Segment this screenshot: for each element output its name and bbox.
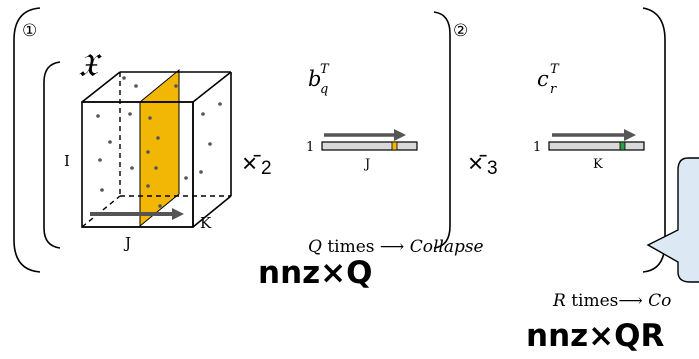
callout-bubble	[646, 157, 699, 283]
outer-cost-label: nnz×QR	[526, 318, 665, 354]
vector-c-nonzero	[619, 141, 626, 151]
svg-text:q: q	[320, 82, 328, 97]
tensor-slice	[139, 68, 180, 228]
mode2-product-operator: ×̄ 2	[242, 148, 272, 179]
nonzero-entries	[96, 76, 222, 208]
svg-text:2: 2	[261, 158, 272, 179]
svg-text:T: T	[320, 62, 330, 77]
outer-right-paren	[642, 7, 666, 273]
axis-k-label: K	[200, 214, 212, 232]
inner-loop-caption: Q times ⟶ Collapse	[308, 237, 484, 257]
svg-text:×̄: ×̄	[242, 148, 261, 178]
j-direction-arrow	[90, 208, 184, 220]
mode3-product-operator: ×̄ 3	[468, 148, 498, 179]
svg-text:×̄: ×̄	[468, 148, 487, 178]
inner-cost-label: nnz×Q	[258, 255, 373, 291]
vector-c-label: c T r	[537, 62, 560, 97]
inner-right-bracket	[433, 11, 451, 249]
vector-b-label: b T q	[308, 62, 330, 97]
step-one-marker: ①	[22, 21, 37, 41]
svg-text:b: b	[308, 67, 321, 91]
vector-c-dim-one: 1	[533, 140, 541, 155]
vector-b-dim-one: 1	[306, 140, 314, 155]
svg-text:T: T	[550, 62, 560, 77]
svg-text:3: 3	[487, 158, 498, 179]
step-two-marker: ②	[453, 21, 468, 41]
vector-b-nonzero	[391, 141, 398, 151]
tensor-symbol: 𝔛	[78, 46, 103, 84]
outer-left-paren	[13, 7, 41, 273]
axis-j-label: J	[123, 234, 131, 252]
inner-left-bracket	[43, 61, 61, 249]
svg-text:r: r	[550, 82, 557, 97]
tensor-cube	[81, 68, 232, 228]
axis-i-label: I	[64, 152, 70, 170]
outer-loop-caption: R times⟶ Co	[552, 291, 671, 311]
vector-c-bar	[548, 129, 645, 151]
svg-text:c: c	[537, 67, 549, 91]
vector-c-dim-len: K	[593, 157, 603, 172]
vector-b-dim-len: J	[363, 157, 370, 172]
vector-b-bar	[321, 129, 418, 151]
